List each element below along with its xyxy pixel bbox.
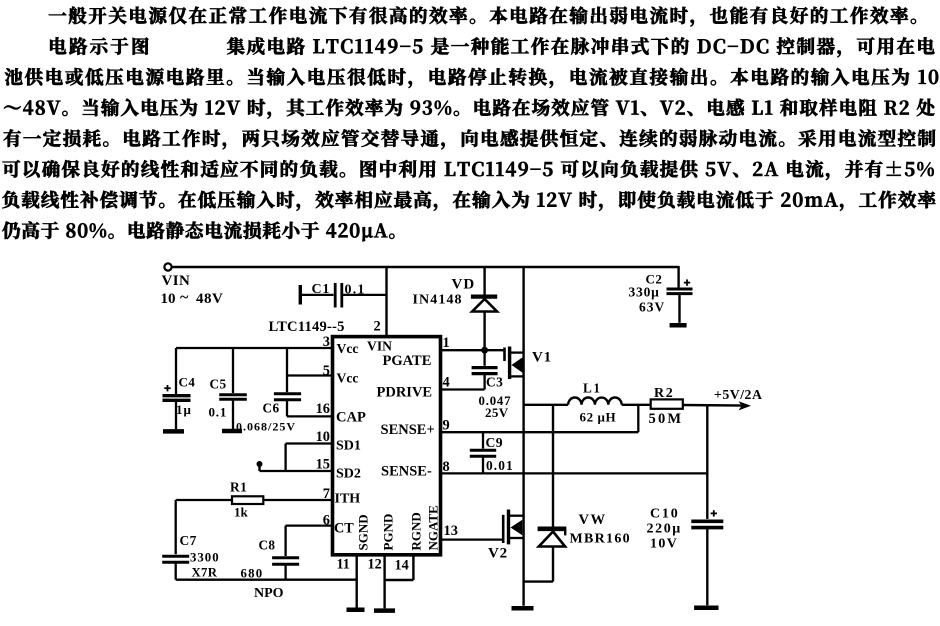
svg-text:3300: 3300 xyxy=(190,551,220,565)
svg-text:R2: R2 xyxy=(654,386,674,401)
svg-text:1μ: 1μ xyxy=(176,402,192,417)
svg-text:1k: 1k xyxy=(234,505,249,520)
svg-text:12: 12 xyxy=(368,556,382,572)
svg-text:680: 680 xyxy=(241,567,264,581)
svg-text:0.068/25V: 0.068/25V xyxy=(236,420,296,434)
svg-text:14: 14 xyxy=(395,558,409,574)
svg-text:VIN: VIN xyxy=(162,273,191,289)
svg-text:48V: 48V xyxy=(196,291,223,307)
svg-text:R1: R1 xyxy=(230,480,247,495)
svg-text:CT: CT xyxy=(334,521,354,537)
svg-text:330μ: 330μ xyxy=(629,285,660,300)
svg-text:X7R: X7R xyxy=(192,566,218,580)
svg-text:0.047: 0.047 xyxy=(479,394,512,408)
svg-text:SENSE-: SENSE- xyxy=(381,464,432,480)
svg-text:13: 13 xyxy=(444,523,458,539)
svg-text:NGATE: NGATE xyxy=(426,505,441,550)
svg-text:Vcc: Vcc xyxy=(337,341,359,356)
svg-text:15: 15 xyxy=(316,456,330,472)
svg-text:C1: C1 xyxy=(312,282,331,297)
svg-text:VD: VD xyxy=(452,276,476,292)
svg-text:C4: C4 xyxy=(179,374,196,389)
svg-text:VW: VW xyxy=(579,512,607,528)
svg-text:L1: L1 xyxy=(583,381,602,396)
svg-text:3: 3 xyxy=(323,334,330,350)
svg-text:10: 10 xyxy=(316,429,330,445)
svg-text:SGND: SGND xyxy=(356,514,371,550)
svg-text:C2: C2 xyxy=(646,271,663,286)
svg-text:5: 5 xyxy=(323,363,330,379)
svg-text:1: 1 xyxy=(443,335,450,351)
svg-text:0.01: 0.01 xyxy=(486,458,514,473)
svg-text:10V: 10V xyxy=(650,537,678,552)
svg-text:9: 9 xyxy=(443,417,450,433)
svg-text:8: 8 xyxy=(443,459,450,475)
svg-text:V2: V2 xyxy=(488,546,508,562)
svg-text:SD1: SD1 xyxy=(336,439,361,454)
svg-text:62 μH: 62 μH xyxy=(580,410,617,425)
svg-text:C9: C9 xyxy=(486,435,503,450)
svg-text:2: 2 xyxy=(374,319,381,335)
svg-text:LTC1149--5: LTC1149--5 xyxy=(269,319,345,335)
svg-text:ITH: ITH xyxy=(335,492,361,507)
svg-text:NPO: NPO xyxy=(254,586,284,601)
svg-text:50M: 50M xyxy=(649,411,684,427)
svg-text:~: ~ xyxy=(180,289,189,306)
svg-text:6: 6 xyxy=(323,512,330,528)
svg-text:CAP: CAP xyxy=(336,409,366,425)
svg-text:PGND: PGND xyxy=(381,514,396,551)
svg-text:PDRIVE: PDRIVE xyxy=(377,385,433,401)
svg-text:C6: C6 xyxy=(263,401,280,416)
svg-text:RGND: RGND xyxy=(409,512,424,550)
svg-text:C5: C5 xyxy=(210,376,227,391)
svg-text:C3: C3 xyxy=(486,375,503,390)
svg-text:16: 16 xyxy=(316,401,330,417)
svg-text:VIN: VIN xyxy=(367,338,392,353)
svg-text:220μ: 220μ xyxy=(647,522,682,537)
svg-text:7: 7 xyxy=(323,486,330,502)
svg-text:63V: 63V xyxy=(639,299,665,314)
svg-text:Vcc: Vcc xyxy=(337,371,359,386)
svg-text:SENSE+: SENSE+ xyxy=(381,422,435,438)
svg-text:4: 4 xyxy=(443,374,450,390)
svg-text:+5V/2A: +5V/2A xyxy=(714,387,762,402)
svg-text:25V: 25V xyxy=(485,405,509,420)
svg-text:C10: C10 xyxy=(650,507,680,522)
svg-text:V1: V1 xyxy=(532,350,552,366)
svg-text:0.1: 0.1 xyxy=(209,405,228,420)
svg-text:IN4148: IN4148 xyxy=(413,293,463,308)
svg-text:C7: C7 xyxy=(180,533,197,548)
svg-text:MBR160: MBR160 xyxy=(570,532,631,547)
svg-text:PGATE: PGATE xyxy=(383,353,432,369)
svg-text:0.1: 0.1 xyxy=(345,283,366,298)
svg-text:10: 10 xyxy=(161,291,176,307)
svg-text:11: 11 xyxy=(337,556,350,572)
svg-text:C8: C8 xyxy=(259,538,276,553)
svg-text:SD2: SD2 xyxy=(336,467,361,482)
